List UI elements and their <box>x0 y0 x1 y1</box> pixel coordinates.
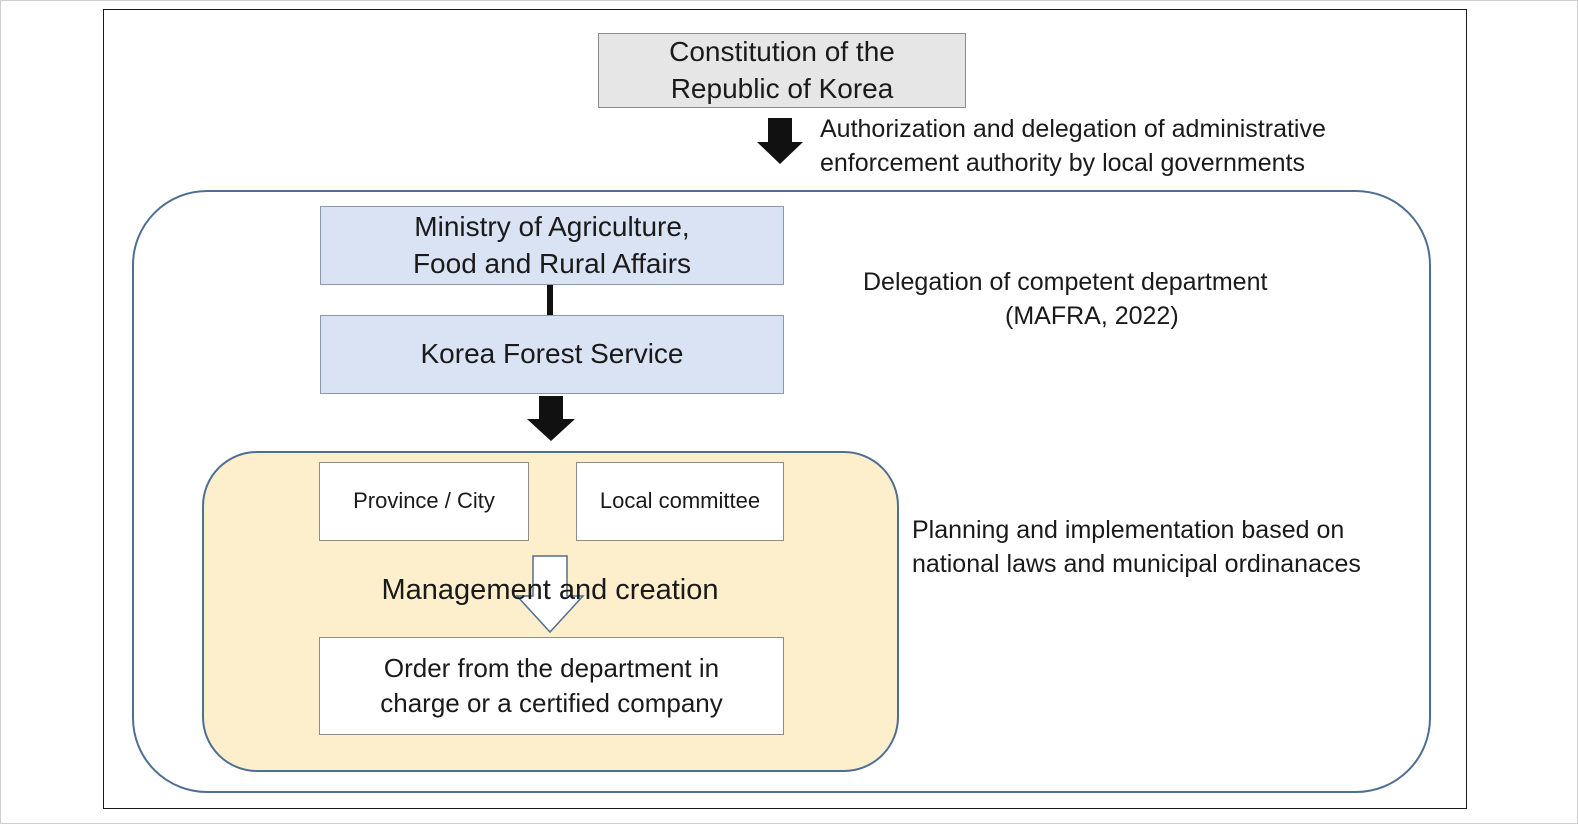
local-committee-node: Local committee <box>576 462 784 541</box>
province-city-node: Province / City <box>319 462 529 541</box>
ministry-node: Ministry of Agriculture, Food and Rural … <box>320 206 784 285</box>
planning-note: Planning and implementation based on nat… <box>912 516 1361 578</box>
order-node: Order from the department in charge or a… <box>319 637 784 735</box>
down-arrow-icon <box>527 396 575 441</box>
down-arrow-icon <box>757 118 803 164</box>
authorization-note: Authorization and delegation of administ… <box>820 115 1326 177</box>
delegation-source: (MAFRA, 2022) <box>1005 302 1179 330</box>
ministry-forest-connector <box>547 285 553 315</box>
delegation-note: Delegation of competent department <box>863 268 1268 296</box>
management-creation-label: Management and creation <box>381 574 719 606</box>
government-scope-container <box>132 190 1431 793</box>
figure-frame <box>103 9 1467 809</box>
korea-forest-service-node: Korea Forest Service <box>320 315 784 394</box>
constitution-node: Constitution of the Republic of Korea <box>598 33 966 108</box>
hollow-down-arrow-icon <box>515 555 585 634</box>
